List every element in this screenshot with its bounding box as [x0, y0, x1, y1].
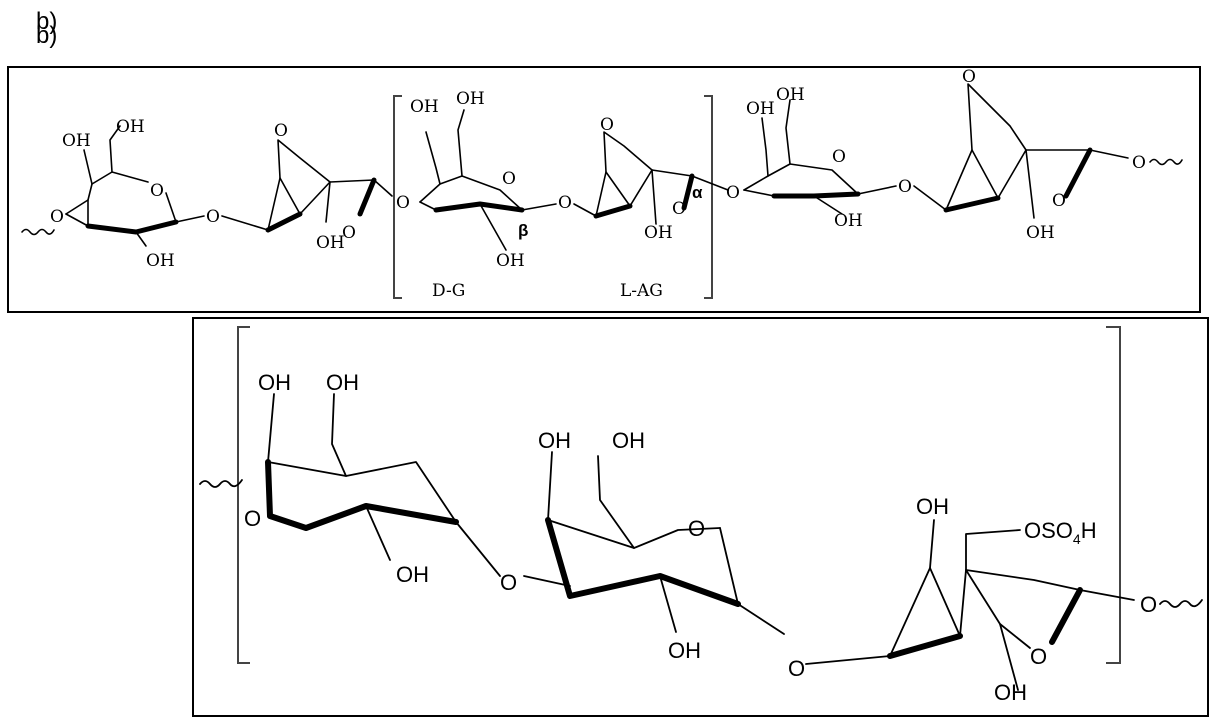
o-label: O: [502, 169, 516, 189]
o-label: O: [500, 570, 517, 595]
oh-label: OH: [612, 428, 645, 453]
oh-label: OH: [116, 117, 145, 137]
panel-label: b): [36, 8, 58, 35]
o-label: O: [342, 223, 356, 243]
chain-terminal-right: [1149, 158, 1183, 166]
o-label: O: [1030, 644, 1047, 669]
chain-terminal-left: [199, 479, 243, 488]
o-label: O: [150, 181, 164, 201]
oh-label: OH: [316, 233, 345, 253]
galactose-ring-1: [65, 125, 205, 247]
oh-label: OH: [834, 211, 863, 231]
o-label: O: [788, 656, 805, 681]
oh-label: OH: [326, 370, 359, 395]
oh-label: OH: [538, 428, 571, 453]
agarose-structure-panel: [7, 66, 1201, 313]
o-label: O: [600, 115, 614, 135]
unit-label-dg: D-G: [432, 281, 465, 301]
anhydrogalactose-ring-1: [221, 139, 393, 233]
alpha-linkage-label: α: [692, 183, 703, 202]
agarose-chain: O O OH OH OH O O OH: [21, 67, 1183, 301]
sulfate-prefix: OSO: [1024, 518, 1073, 543]
chain-terminal-right: [1159, 599, 1203, 608]
galactose-ring-b: [523, 451, 785, 635]
oh-label: OH: [456, 89, 485, 109]
oh-label: OH: [146, 251, 175, 271]
o-label: O: [1140, 592, 1157, 617]
chain-terminal-left: [21, 228, 55, 236]
o-label: O: [672, 199, 686, 219]
oh-label: OH: [994, 680, 1027, 703]
bracket-right: [704, 95, 713, 299]
o-label: O: [206, 207, 220, 227]
unit-label-lag: L-AG: [620, 281, 663, 301]
oh-label: OH: [668, 638, 701, 663]
oh-label: OH: [62, 131, 91, 151]
agaropectin-structure-panel: [192, 317, 1209, 717]
sulfate-subscript: 4: [1073, 531, 1081, 547]
o-label: O: [1052, 191, 1066, 211]
o-label: O: [274, 121, 288, 141]
oh-label: OH: [1026, 223, 1055, 243]
o-label: O: [50, 207, 64, 227]
bracket-left: [237, 326, 250, 664]
panel-label-duplicate: b): [36, 22, 58, 49]
galactose-ring-2: [743, 99, 897, 215]
beta-linkage-label: β: [518, 221, 528, 240]
oh-label: OH: [410, 97, 439, 117]
oh-label: OH: [776, 85, 805, 105]
sulfate-group-label: OSO4H: [1024, 518, 1097, 547]
o-label: O: [962, 67, 976, 87]
o-label: O: [688, 516, 705, 541]
o-label: O: [396, 193, 410, 213]
oh-label: OH: [396, 562, 429, 587]
oh-label: OH: [496, 251, 525, 271]
anhydrogalactose-ring-lag: [573, 131, 729, 225]
bracket-left: [393, 95, 402, 299]
galactose-ring-dg: [419, 109, 557, 251]
sulfated-ring-c: [805, 519, 1135, 691]
bracket-right: [1106, 326, 1121, 664]
galactose-ring-a: [265, 393, 501, 577]
o-label: O: [898, 177, 912, 197]
o-label: O: [1132, 153, 1146, 173]
oh-label: OH: [746, 99, 775, 119]
sulfate-suffix: H: [1081, 518, 1097, 543]
anhydrogalactose-ring-2: [913, 83, 1129, 219]
o-label: O: [726, 183, 740, 203]
oh-label: OH: [644, 223, 673, 243]
oh-label: OH: [258, 370, 291, 395]
agaropectin-unit: O OH OH OH O OH OH O OH O: [199, 326, 1203, 703]
o-label: O: [244, 506, 261, 531]
o-label: O: [832, 147, 846, 167]
oh-label: OH: [916, 494, 949, 519]
o-label: O: [558, 193, 572, 213]
